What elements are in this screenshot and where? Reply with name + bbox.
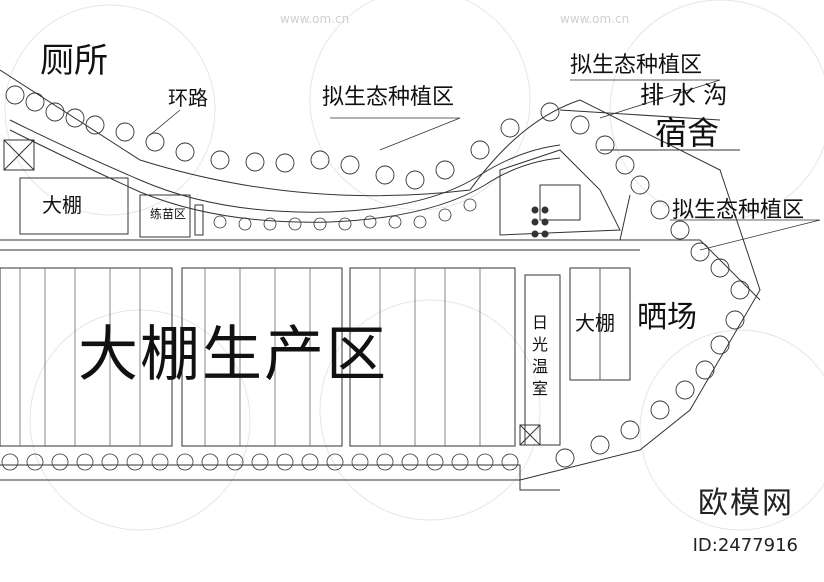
label-dorm: 宿舍 — [655, 114, 720, 152]
label-sun-4: 室 — [531, 379, 548, 398]
label-sun-3: 温 — [531, 357, 548, 376]
label-sunlight-greenhouse: 日 光 温 室 — [530, 312, 550, 400]
label-eco-zone-1: 拟生态种植区 — [322, 85, 455, 110]
label-nursery: 练苗区 — [150, 207, 187, 221]
label-toilet: 厕所 — [40, 41, 108, 81]
leader-lines — [149, 79, 821, 251]
label-greenhouse-zone: 大棚生产区 — [78, 320, 388, 390]
label-greenhouse-top: 大棚 — [42, 193, 82, 217]
label-ring-road: 环路 — [168, 86, 208, 110]
label-sun-2: 光 — [531, 335, 548, 354]
label-drying-yard: 晒场 — [637, 300, 697, 335]
watermark-id: ID:2477916 — [692, 535, 798, 556]
label-greenhouse-right: 大棚 — [575, 311, 615, 335]
label-eco-zone-2: 拟生态种植区 — [570, 53, 703, 78]
ring-road — [9, 119, 561, 223]
drainage-ditch — [499, 109, 740, 236]
tree-row-bottom — [1, 453, 519, 471]
sunlight-greenhouse-box — [524, 274, 561, 446]
sunlight-greenhouse-base — [519, 424, 541, 446]
watermark-site-2: www.om.cn — [560, 12, 630, 26]
greenhouse-blocks — [0, 267, 516, 447]
watermark-brand: 欧模网 — [698, 486, 794, 521]
label-sun-1: 日 — [531, 313, 548, 332]
label-eco-zone-3: 拟生态种植区 — [672, 198, 805, 223]
greenhouse-top-box — [19, 177, 129, 235]
toilet-building — [3, 139, 35, 171]
site-boundary — [0, 69, 761, 491]
label-drain: 排 水 沟 — [640, 81, 728, 109]
tree-row-top — [5, 85, 750, 468]
tree-row-inner — [213, 198, 477, 231]
watermark-site-1: www.om.cn — [280, 12, 350, 26]
greenhouse-strips — [19, 268, 481, 446]
watermark-pattern — [4, 0, 824, 531]
nursery-box — [139, 194, 191, 238]
nursery-side — [194, 204, 204, 236]
courtyard-marks — [531, 206, 549, 238]
